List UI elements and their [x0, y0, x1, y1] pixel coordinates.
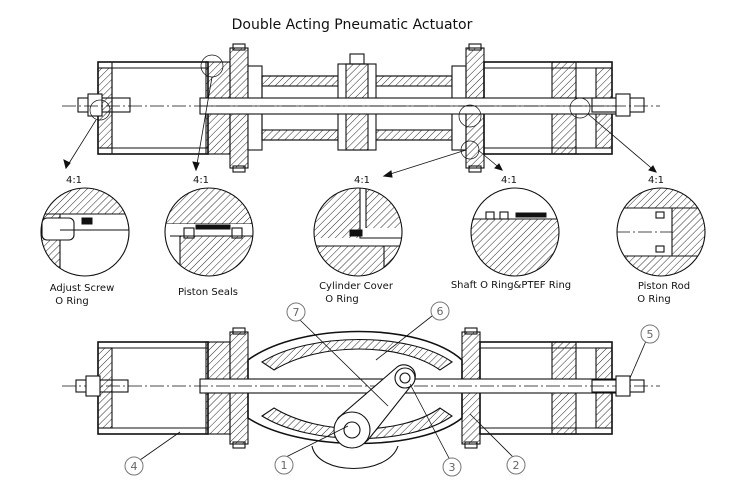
balloon-2-label: 2: [513, 459, 520, 472]
balloon-1-label: 1: [281, 459, 288, 472]
part-balloons: 1 2 3 4 5 6 7: [124, 301, 660, 477]
balloon-6-label: 6: [437, 305, 444, 318]
detail-scale-4: 4:1: [501, 175, 517, 186]
detail-piston-seals: [164, 187, 254, 277]
balloon-5-label: 5: [647, 328, 654, 341]
detail-5-label-line1: Piston Rod: [638, 281, 690, 292]
bottom-assembly-view: [62, 327, 660, 470]
top-assembly-view: [62, 43, 660, 173]
detail-scale-1: 4:1: [66, 175, 82, 186]
detail-leaders: [63, 76, 657, 178]
detail-scale-2: 4:1: [193, 175, 209, 186]
detail-1-label-line2: O Ring: [55, 296, 88, 307]
detail-cylinder-cover-o-ring: [313, 187, 403, 277]
detail-piston-rod-o-ring: [616, 187, 706, 277]
balloon-4: [124, 456, 144, 476]
balloon-4-label: 4: [131, 460, 138, 473]
detail-adjust-screw-o-ring: [40, 187, 130, 277]
balloon-7: [286, 302, 306, 322]
detail-scale-3: 4:1: [354, 175, 370, 186]
detail-1-label-line1: Adjust Screw: [50, 283, 115, 294]
balloon-3-label: 3: [449, 461, 456, 474]
detail-4-label-line1: Shaft O Ring&PTEF Ring: [451, 280, 571, 291]
detail-2-label-line1: Piston Seals: [178, 287, 238, 298]
detail-5-label-line2: O Ring: [637, 294, 670, 305]
balloon-1: [274, 455, 294, 475]
balloon-6: [430, 301, 450, 321]
balloon-2: [506, 455, 526, 475]
drawing-title: Double Acting Pneumatic Actuator: [232, 17, 473, 33]
balloon-3: [442, 457, 462, 477]
balloon-5: [640, 324, 660, 344]
detail-3-label-line2: O Ring: [325, 294, 358, 305]
detail-shaft-o-ring-ptfe-ring: [470, 187, 560, 277]
balloon-7-label: 7: [293, 306, 300, 319]
detail-3-label-line1: Cylinder Cover: [319, 281, 394, 292]
detail-scale-5: 4:1: [648, 175, 664, 186]
